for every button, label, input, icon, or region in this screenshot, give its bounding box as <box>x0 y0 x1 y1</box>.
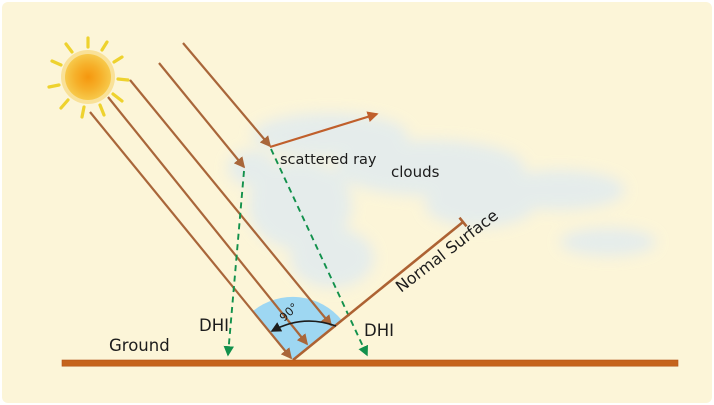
clouds-group <box>228 113 656 288</box>
sun-beam <box>107 96 309 346</box>
angle-arc-curved-arrow <box>270 320 337 332</box>
diffuse-ray-dashed <box>270 148 368 357</box>
sun-beams-group <box>89 42 333 360</box>
sun-beam <box>182 42 272 148</box>
ground-label: Ground <box>109 336 170 355</box>
ground-line <box>61 359 679 367</box>
cloud-shape <box>560 228 656 256</box>
cloud-shape <box>290 228 374 288</box>
normal-surface-end-tick <box>458 216 468 228</box>
diffuse-rays-group <box>223 148 368 357</box>
sun-icon <box>47 36 130 119</box>
cloud-shape <box>248 160 352 250</box>
sun-ray-ticks <box>47 36 130 119</box>
cloud-shape <box>425 183 535 227</box>
cloud-shape <box>335 140 525 196</box>
dhi-left-label: DHI <box>199 316 229 335</box>
cloud-shape <box>252 113 408 157</box>
scattered-ray-arrow <box>269 111 379 149</box>
clouds-label: clouds <box>391 163 440 181</box>
scattered-ray-label: scattered ray <box>280 152 377 168</box>
dhi-right-label: DHI <box>364 321 394 340</box>
sun-beam <box>158 62 246 169</box>
sun-beam <box>89 111 293 360</box>
sun-beam <box>129 79 333 327</box>
normal-surface-line <box>292 216 468 362</box>
